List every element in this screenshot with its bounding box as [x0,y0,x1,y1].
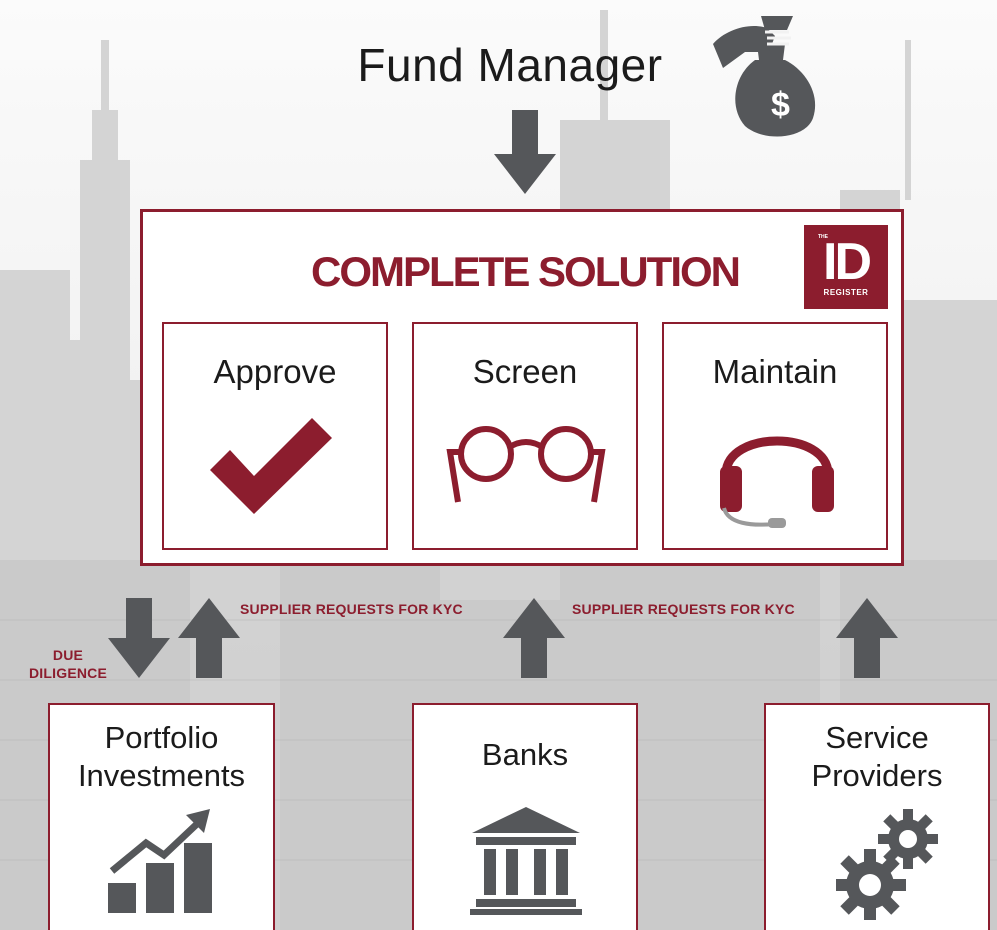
arrow-up-banks [503,598,565,678]
arrow-down-fund-manager [494,110,556,194]
logo-the: THE [818,234,828,240]
fund-manager-label: Fund Manager [357,39,663,91]
checkmark-icon [210,418,332,514]
svg-text:$: $ [771,86,790,124]
id-register-logo: THE ID REGISTER [804,225,888,309]
approve-label: Approve [213,353,337,390]
approve-card: Approve [162,322,388,550]
maintain-label: Maintain [712,353,838,390]
service-providers-label: Service Providers [766,719,988,795]
growth-chart-icon [108,809,212,913]
portfolio-investments-label: Portfolio Investments [50,719,273,795]
supplier-requests-label-1: SUPPLIER REQUESTS FOR KYC [240,601,463,617]
glasses-icon [446,426,606,503]
banks-label: Banks [481,737,569,772]
due-diligence-line-2: DILIGENCE [28,665,108,681]
service-line-1: Service [825,720,929,755]
banks-card: Banks [412,703,638,930]
portfolio-investments-card: Portfolio Investments [48,703,275,930]
due-diligence-line-1: DUE [52,647,84,663]
due-diligence-label: DUE DILIGENCE [20,646,116,682]
logo-register: REGISTER [823,288,869,297]
service-providers-card: Service Providers [764,703,990,930]
bank-building-icon [470,807,582,915]
portfolio-line-1: Portfolio [104,720,219,755]
service-line-2: Providers [811,758,943,793]
gears-icon [836,809,938,920]
supplier-requests-label-2: SUPPLIER REQUESTS FOR KYC [572,601,795,617]
arrow-down-due-diligence [108,598,170,678]
money-bag-icon: $ [713,16,816,137]
maintain-card: Maintain [662,322,888,550]
screen-label: Screen [472,353,578,390]
arrow-up-portfolio [178,598,240,678]
complete-solution-panel: COMPLETE SOLUTION THE ID REGISTER Approv… [140,209,904,566]
headset-icon [720,436,834,528]
complete-solution-title: COMPLETE SOLUTION [311,248,741,295]
screen-card: Screen [412,322,638,550]
arrow-up-service-providers [836,598,898,678]
logo-id: ID [823,233,872,291]
portfolio-line-2: Investments [77,758,246,793]
